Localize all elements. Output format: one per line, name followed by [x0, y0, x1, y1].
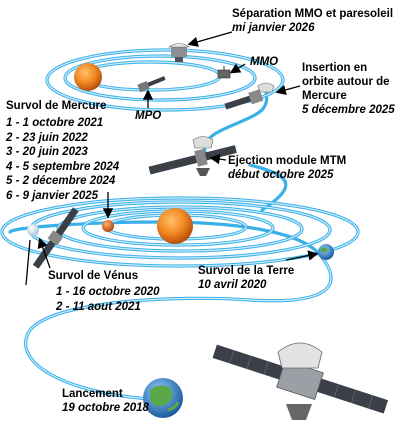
- mercury-flyby-2: 2 - 23 juin 2022: [6, 131, 88, 144]
- mercury-planet: [102, 220, 114, 232]
- mmo-sunshield-spacecraft: [168, 43, 190, 62]
- mercury-flyby-1: 1 - 1 octobre 2021: [6, 117, 104, 129]
- earth-flyby-date: 10 avril 2020: [198, 279, 267, 291]
- launch-spacecraft: [212, 342, 389, 420]
- mtm-spacecraft: [148, 136, 237, 176]
- separation-date: mi janvier 2026: [232, 22, 315, 34]
- mercury-flybys-list: 1 - 1 octobre 2021 2 - 23 juin 2022 3 - …: [6, 116, 119, 204]
- venus-flyby-2: 2 - 11 aout 2021: [56, 300, 141, 313]
- insertion-line2: orbite autour de: [302, 76, 390, 88]
- separation-title: Séparation MMO et paresoleil: [232, 8, 394, 20]
- launch-title: Lancement: [62, 388, 123, 400]
- venus-planet: [27, 224, 39, 236]
- venus-flyby-1: 1 - 16 octobre 2020: [56, 286, 160, 298]
- mercury-flyby-6: 6 - 9 janvier 2025: [6, 189, 99, 202]
- insertion-line1: Insertion en: [302, 62, 368, 74]
- mmo-label: MMO: [250, 56, 279, 68]
- mtm-title: Ejection module MTM: [228, 155, 347, 167]
- venus-flybys-list: 1 - 16 octobre 2020 2 - 11 aout 2021: [56, 285, 160, 314]
- mtm-date: début octobre 2025: [228, 169, 334, 181]
- insertion-line3: Mercure: [302, 90, 347, 102]
- mercury-flyby-4: 4 - 5 septembre 2024: [6, 160, 120, 173]
- insertion-date: 5 décembre 2025: [302, 104, 395, 116]
- insertion-spacecraft: [224, 82, 275, 110]
- mercury-flyby-3: 3 - 20 juin 2023: [6, 146, 88, 159]
- mercury-flybys-title: Survol de Mercure: [6, 100, 107, 112]
- launch-date: 19 octobre 2018: [62, 402, 149, 414]
- earth-flyby-title: Survol de la Terre: [198, 265, 295, 277]
- mercury-flyby-5: 5 - 2 décembre 2024: [6, 175, 116, 188]
- mpo-label: MPO: [135, 110, 162, 122]
- earth-flyby-planet: [318, 244, 334, 260]
- sun-inner: [157, 208, 193, 244]
- callout-arrows: [25, 31, 319, 286]
- venus-title: Survol de Vénus: [48, 270, 139, 282]
- mercury-orbit-sun: [74, 63, 102, 91]
- mmo-spacecraft: [217, 66, 231, 79]
- venus-flyby-spacecraft: [32, 207, 79, 269]
- earth-launch-planet: [143, 378, 183, 418]
